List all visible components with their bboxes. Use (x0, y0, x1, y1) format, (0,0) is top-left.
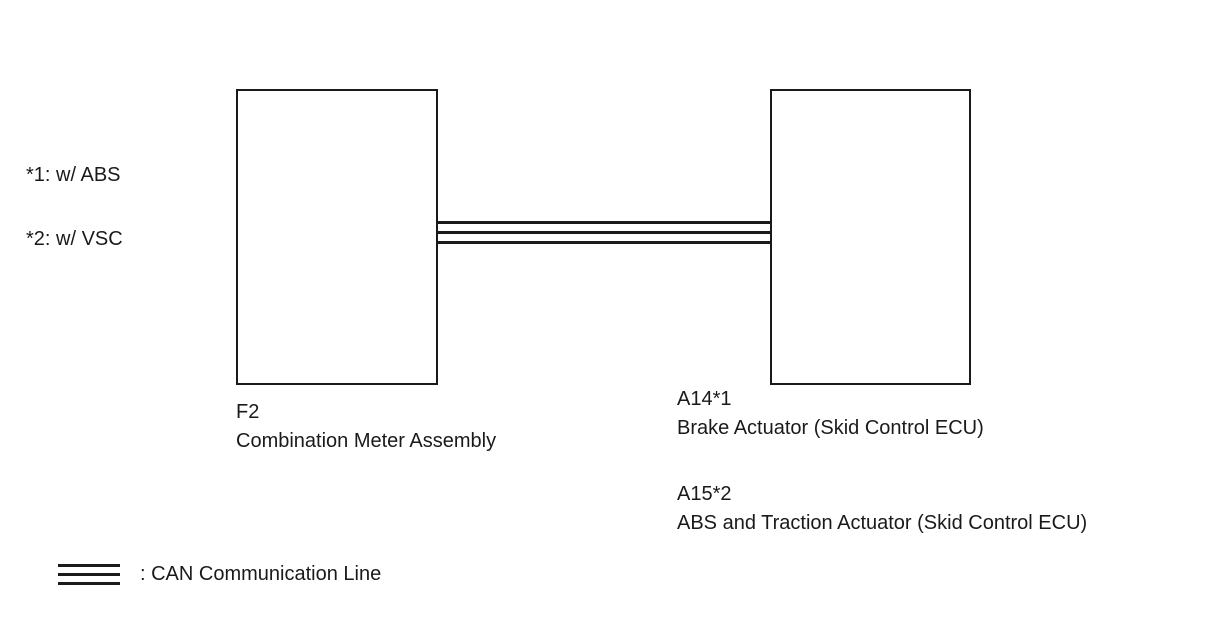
legend-can-line-icon (58, 564, 120, 567)
combination-meter-box (236, 89, 438, 385)
brake-actuator-name: Brake Actuator (Skid Control ECU) (677, 417, 984, 439)
legend-text: : CAN Communication Line (140, 563, 382, 585)
note-abs: *1: w/ ABS (26, 164, 121, 186)
brake-actuator-box (770, 89, 971, 385)
traction-actuator-name: ABS and Traction Actuator (Skid Control … (677, 512, 1088, 534)
can-bus-line (437, 221, 771, 224)
brake-actuator-code: A14*1 (677, 388, 732, 410)
legend-can-line-icon (58, 573, 120, 576)
traction-actuator-code: A15*2 (677, 483, 732, 505)
can-bus-line (437, 241, 771, 244)
legend-can-line-icon (58, 582, 120, 585)
note-vsc: *2: w/ VSC (26, 228, 123, 250)
combination-meter-code: F2 (236, 401, 260, 423)
brake-actuator-label: A14*1 Brake Actuator (Skid Control ECU) (677, 385, 984, 443)
traction-actuator-label: A15*2 ABS and Traction Actuator (Skid Co… (677, 480, 1087, 538)
can-bus-line (437, 231, 771, 234)
combination-meter-name: Combination Meter Assembly (236, 430, 497, 452)
combination-meter-label: F2 Combination Meter Assembly (236, 398, 496, 456)
